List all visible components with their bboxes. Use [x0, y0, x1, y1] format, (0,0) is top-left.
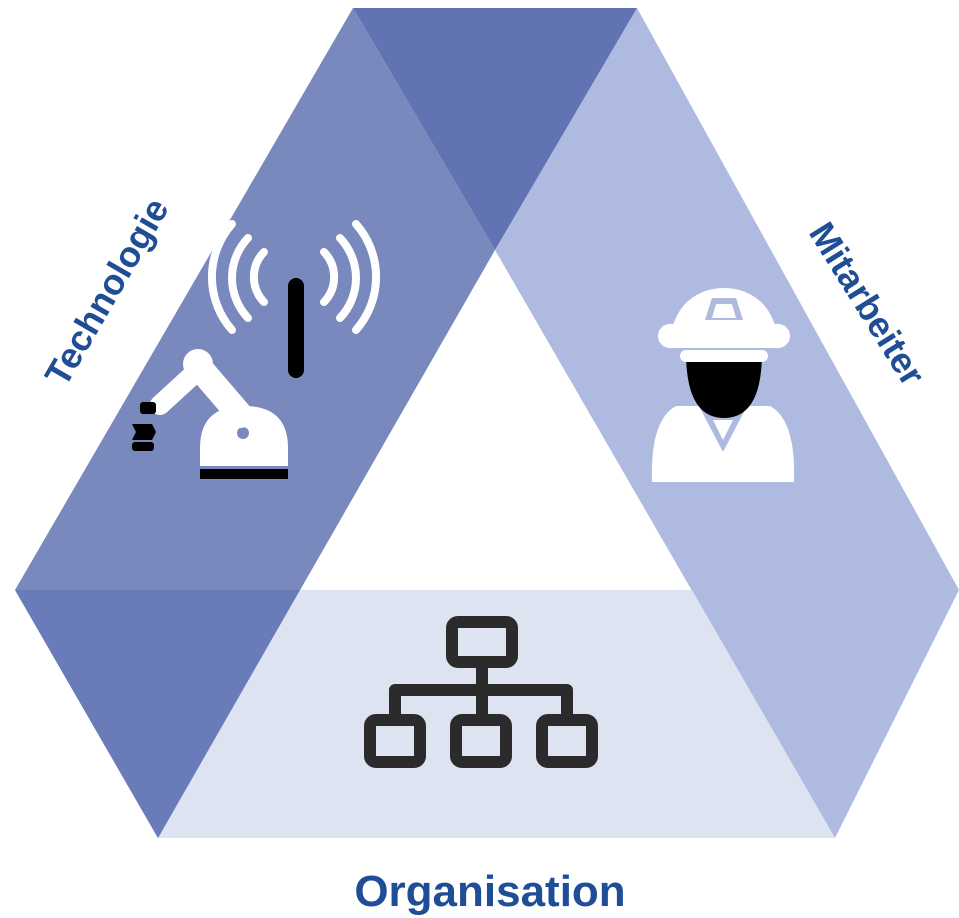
- robot-arm-icon: [132, 349, 288, 479]
- org-chart-icon: [364, 616, 598, 768]
- worker-hard-hat-icon: [651, 288, 795, 482]
- bottom-left-overlap: [15, 590, 300, 838]
- label-organisation: Organisation: [354, 867, 626, 916]
- signal-antenna-icon: [207, 220, 381, 378]
- top-overlap: [353, 8, 637, 250]
